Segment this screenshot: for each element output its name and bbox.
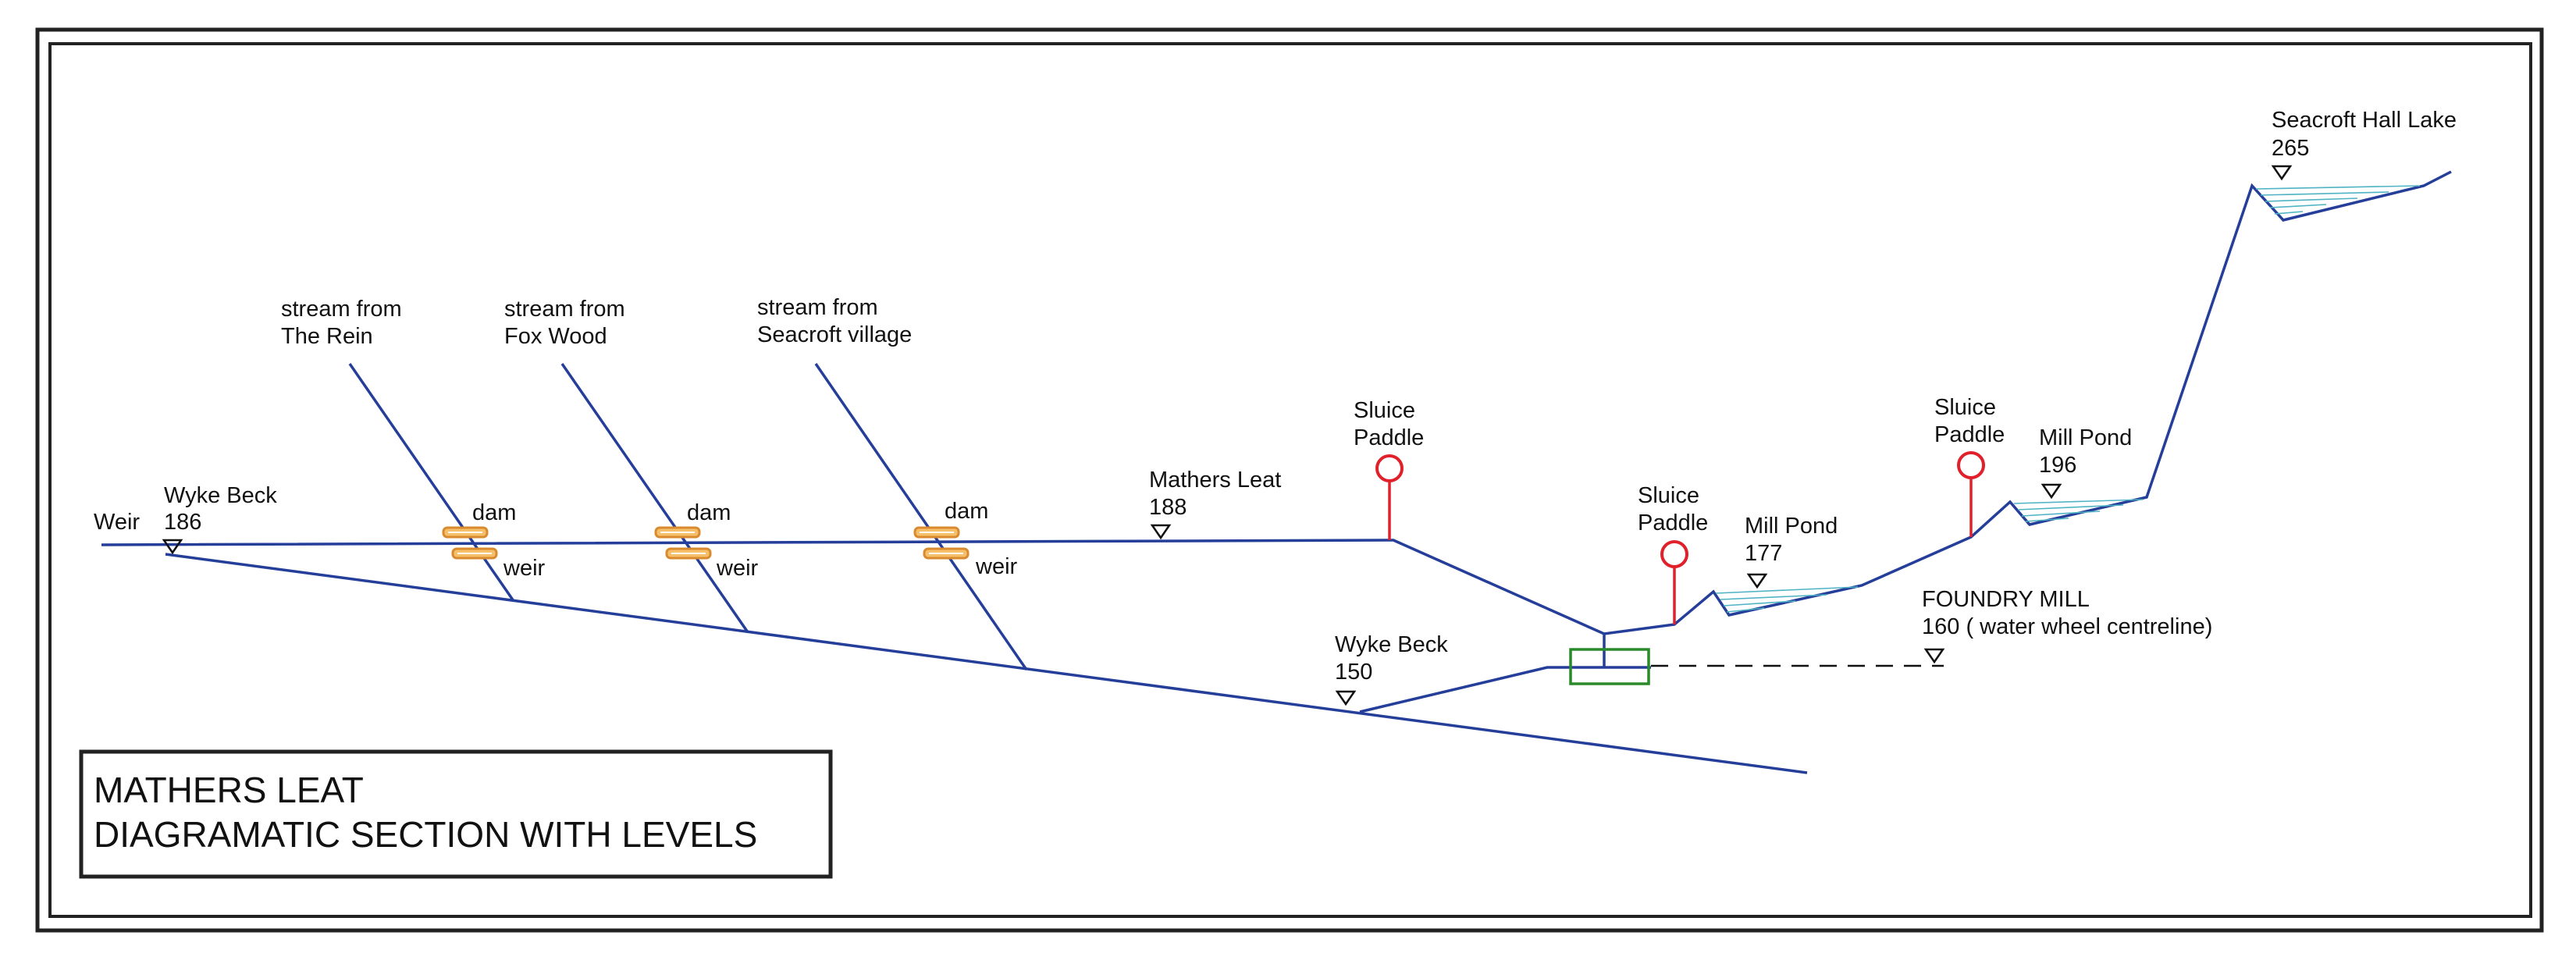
mill-pond-upper-name: Mill Pond [2039, 425, 2132, 450]
weir-label-seacroft: weir [975, 554, 1018, 579]
stream-fox-label-2: Fox Wood [504, 324, 607, 349]
weir-label-rein: weir [503, 556, 546, 581]
level-marker-lake-265 [2271, 165, 2293, 181]
mill-pond-lower-water [1715, 586, 1859, 613]
wyke-beck-top-name: Wyke Beck [164, 483, 277, 508]
sluice-label-1: Sluice [1354, 398, 1415, 423]
dam-label-rein: dam [472, 500, 516, 525]
mill-pond-upper-water [2013, 499, 2144, 522]
paddle-label-1: Paddle [1354, 425, 1424, 450]
inner-frame [48, 42, 2532, 918]
weir-label: Weir [94, 510, 140, 535]
weir-label-fox: weir [716, 556, 759, 581]
level-marker-foundry-mill-160 [1923, 648, 1945, 664]
stream-rein-label-1: stream from [281, 297, 402, 322]
level-marker-mill-pond-177 [1746, 573, 1768, 589]
title-box [79, 749, 833, 879]
beck-to-wheel-line [1359, 666, 1651, 713]
water-wheel-box [1569, 648, 1650, 685]
lake-level: 265 [2272, 136, 2309, 161]
stream-seacroft-label-1: stream from [757, 295, 878, 320]
sluice-paddle-2 [1660, 540, 1688, 624]
stream-seacroft-label-2: Seacroft village [757, 322, 912, 347]
sluice-paddle-3 [1957, 451, 1985, 537]
mill-pond-lower-level: 177 [1745, 541, 1782, 566]
dam-fox [654, 526, 712, 560]
wyke-beck-top-level: 186 [164, 510, 201, 535]
mill-pond-lower-name: Mill Pond [1745, 514, 1838, 539]
foundry-mill-name: FOUNDRY MILL [1922, 587, 2090, 612]
stream-fox-label-1: stream from [504, 297, 625, 322]
title-line-2: DIAGRAMATIC SECTION WITH LEVELS [94, 814, 757, 855]
sluice-label-3: Sluice [1934, 395, 1996, 420]
dam-seacroft [913, 526, 970, 560]
sluice-label-2: Sluice [1638, 483, 1699, 508]
mathers-leat-name: Mathers Leat [1149, 468, 1281, 493]
outer-frame [35, 27, 2544, 933]
paddle-label-2: Paddle [1638, 510, 1708, 535]
dam-rein [442, 526, 498, 560]
stream-rein-line [348, 363, 515, 602]
dam-label-seacroft: dam [945, 499, 988, 524]
mill-pond-upper-level: 196 [2039, 453, 2076, 478]
leat-line [101, 170, 2452, 635]
stream-rein-label-2: The Rein [281, 324, 373, 349]
level-marker-wyke-beck-150 [1335, 690, 1357, 706]
lake-name: Seacroft Hall Lake [2272, 108, 2457, 133]
level-marker-mill-pond-196 [2041, 483, 2062, 500]
stream-fox-line [560, 363, 749, 633]
mathers-leat-level: 188 [1149, 495, 1187, 520]
lake-water [2255, 185, 2421, 215]
wyke-beck-low-name: Wyke Beck [1335, 632, 1448, 657]
wyke-beck-low-level: 150 [1335, 660, 1372, 685]
title-line-1: MATHERS LEAT [94, 770, 364, 810]
beck-bed-line [165, 553, 1808, 774]
level-marker-wyke-beck-186 [162, 539, 183, 555]
level-marker-mathers-leat-188 [1150, 524, 1172, 540]
sluice-paddle-1 [1375, 454, 1404, 540]
foundry-mill-level: 160 ( water wheel centreline) [1922, 614, 2212, 639]
stream-seacroft-line [814, 363, 1028, 671]
dam-label-fox: dam [687, 500, 731, 525]
paddle-label-3: Paddle [1934, 422, 2005, 447]
